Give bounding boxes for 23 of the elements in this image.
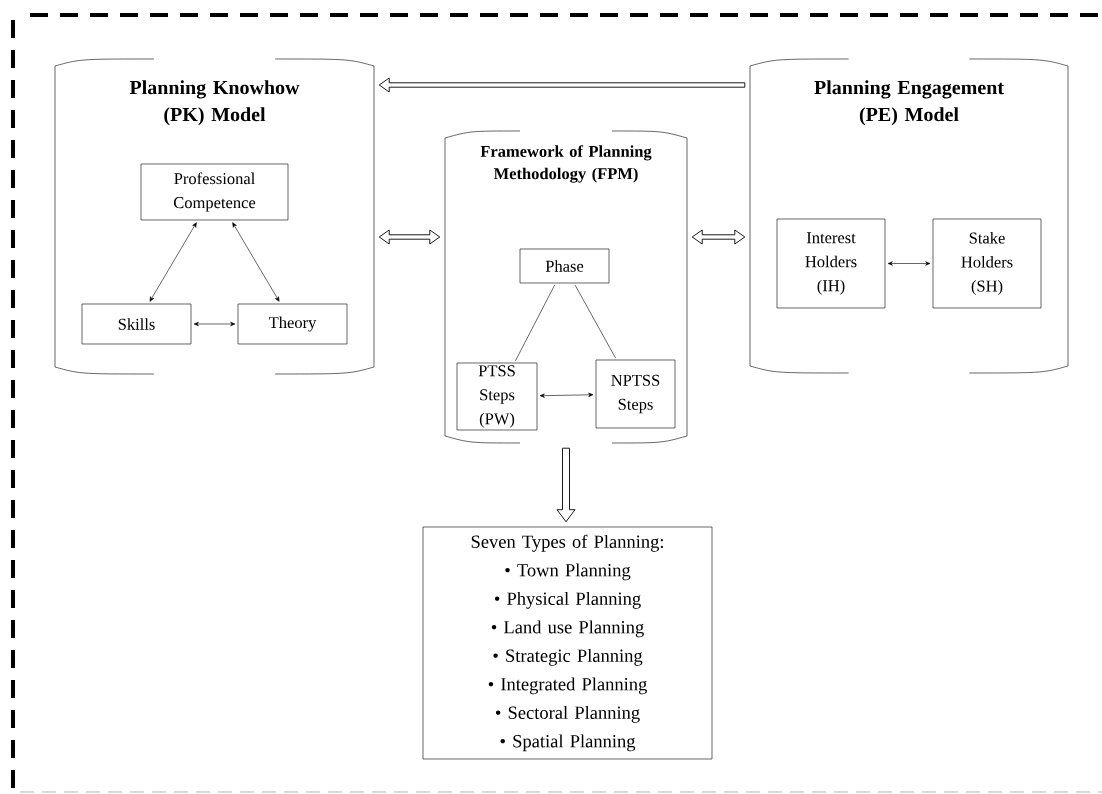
text-box: NPTSS Steps [595,359,676,429]
text-box: Skills [81,303,192,345]
hollow-arrow [691,229,746,245]
arrow [149,222,197,302]
arrow [232,222,280,302]
connector-line [515,284,555,362]
connector-line [574,284,616,359]
arrow [887,261,931,266]
arrow [539,392,594,398]
arrow [193,321,236,327]
text-box: Interest Holders (IH) [776,218,886,309]
hollow-arrow [556,447,576,523]
text-box: Phase [519,248,610,284]
text-box: PTSS Steps (PW) [456,362,538,431]
hollow-arrow [378,77,746,93]
text-box: Stake Holders (SH) [932,218,1042,309]
hollow-arrow [378,229,441,245]
panel-title: Planning Knowhow (PK) Model [129,80,300,126]
panel-title: Planning Engagement (PE) Model [814,80,1004,126]
panel-title: Framework of Planning Methodology (FPM) [480,145,652,183]
text-box: Theory [237,303,348,345]
list-box: Seven Types of Planning: • Town Planning • Physical Planning • Land use Planning • Strategic Planning • Integrated Planning • Sectoral Planning • Spatial Planning [422,526,713,760]
text-box: Professional Competence [140,163,289,221]
